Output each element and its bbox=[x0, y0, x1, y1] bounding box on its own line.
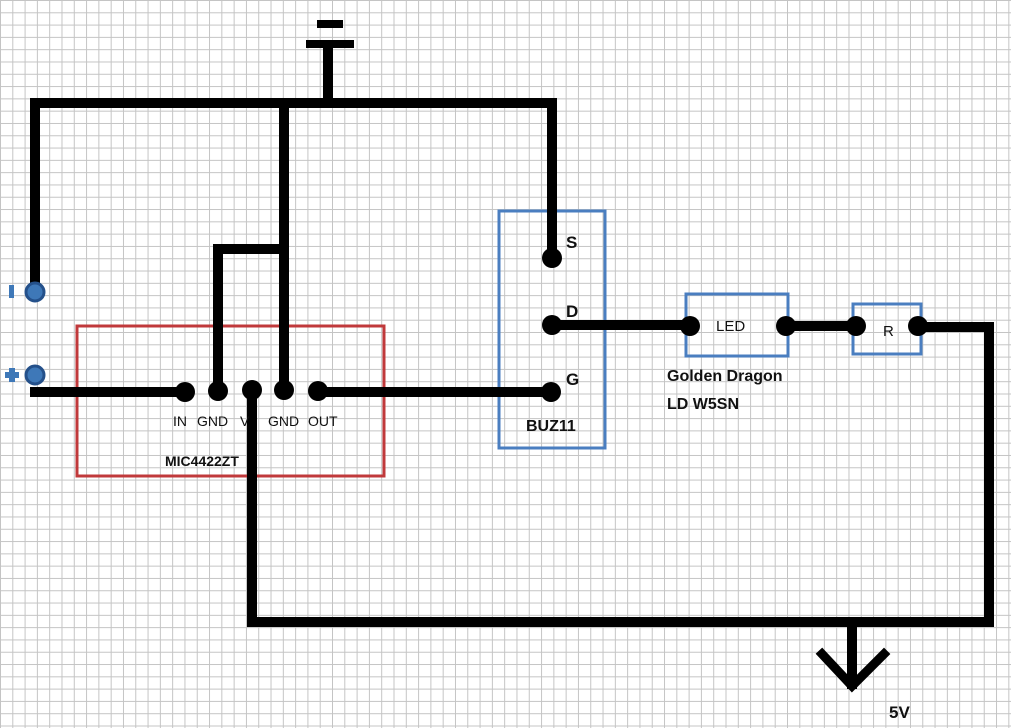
led-label: LED bbox=[716, 318, 745, 335]
driver-ic-box bbox=[75, 324, 386, 478]
driver-pin-out[interactable] bbox=[308, 381, 328, 401]
led-pin-left[interactable] bbox=[680, 316, 700, 336]
driver-gnd-loop-wire bbox=[213, 244, 289, 394]
led-part-line1: Golden Dragon bbox=[667, 368, 783, 385]
led-pin-right[interactable] bbox=[776, 316, 796, 336]
driver-pin-label-gnd-1: GND bbox=[197, 413, 228, 429]
ground-icon bbox=[306, 20, 354, 108]
supply-wire bbox=[247, 322, 994, 627]
mosfet-pin-d[interactable] bbox=[542, 315, 562, 335]
driver-part-label: MIC4422ZT bbox=[165, 453, 239, 469]
driver-pin-gnd-1[interactable] bbox=[208, 381, 228, 401]
driver-pin-in[interactable] bbox=[175, 382, 195, 402]
mosfet-pin-g[interactable] bbox=[541, 382, 561, 402]
resistor-pin-left[interactable] bbox=[846, 316, 866, 336]
led-part-line2: LD W5SN bbox=[667, 396, 739, 413]
arrow-down-icon bbox=[815, 617, 891, 693]
driver-pin-label-out: OUT bbox=[308, 413, 338, 429]
mosfet-label-d: D bbox=[566, 302, 578, 321]
mosfet-label-s: S bbox=[566, 233, 577, 252]
resistor-label: R bbox=[883, 323, 894, 340]
mosfet-pin-s[interactable] bbox=[542, 248, 562, 268]
driver-pin-v[interactable] bbox=[242, 380, 262, 400]
supply-label: 5V bbox=[889, 703, 910, 722]
driver-pin-gnd-2[interactable] bbox=[274, 380, 294, 400]
negative-terminal[interactable] bbox=[9, 281, 46, 303]
driver-pin-label-in: IN bbox=[173, 413, 187, 429]
driver-pin-label-v: V bbox=[240, 413, 250, 429]
resistor-pin-right[interactable] bbox=[908, 316, 928, 336]
mosfet-part-label: BUZ11 bbox=[526, 418, 576, 435]
positive-terminal[interactable] bbox=[5, 364, 46, 386]
mosfet-label-g: G bbox=[566, 370, 579, 389]
driver-pin-label-gnd-2: GND bbox=[268, 413, 299, 429]
ground-bus-wire bbox=[30, 98, 557, 287]
